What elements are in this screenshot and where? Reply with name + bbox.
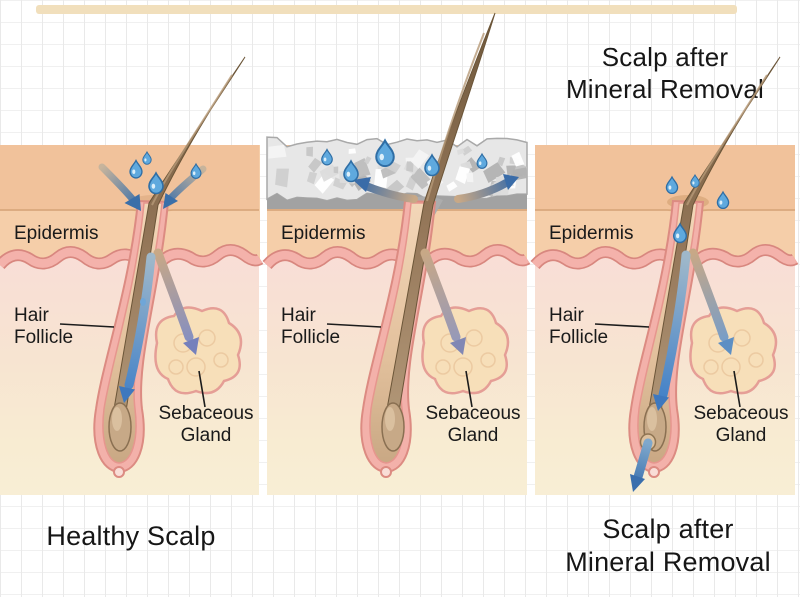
deflected-arrow-left-icon xyxy=(353,177,418,203)
sebaceous-gland-drawing xyxy=(421,306,510,395)
hair-follicle-pointer-line xyxy=(326,323,382,328)
water-droplet-icon xyxy=(190,162,202,179)
mineral-buildup-layer xyxy=(266,136,528,232)
scalp-cross-section-illustration xyxy=(262,12,531,495)
hair-follicle-label: Hair Follicle xyxy=(281,305,341,349)
sebaceous-gland-pointer-line xyxy=(198,370,206,408)
epidermis-label: Epidermis xyxy=(281,223,366,244)
sebaceous-gland-label: Sebaceous Gland xyxy=(693,403,789,447)
water-droplet-icon xyxy=(129,158,143,179)
moisture-down-arrow-icon xyxy=(653,250,691,411)
follicle-base-notch xyxy=(113,466,125,478)
epidermis-label: Epidermis xyxy=(14,223,99,244)
deflected-arrow-right-icon xyxy=(454,174,519,203)
sebaceous-gland-pointer-line xyxy=(733,370,741,408)
scalp-cross-section-illustration xyxy=(530,56,799,495)
moisture-exit-arrow-icon xyxy=(630,438,653,492)
follicle-base-notch xyxy=(380,466,392,478)
hair-follicle-pointer-line xyxy=(59,323,115,328)
water-droplet-icon xyxy=(672,222,688,244)
sebum-flow-arrow-icon xyxy=(153,248,199,355)
hair-follicle-pointer-line xyxy=(594,323,650,328)
moisture-down-arrow-icon xyxy=(119,252,156,403)
sebum-flow-arrow-icon xyxy=(688,248,734,355)
sebaceous-gland-label: Sebaceous Gland xyxy=(425,403,521,447)
sebaceous-gland-drawing xyxy=(154,306,243,395)
bottom-right-title: Scalp after Mineral Removal xyxy=(565,514,771,577)
sebaceous-gland-label: Sebaceous Gland xyxy=(158,403,254,447)
hair-shaft xyxy=(381,12,496,452)
water-droplet-icon xyxy=(424,153,440,177)
water-droplet-icon xyxy=(690,173,700,188)
water-droplet-icon xyxy=(716,190,730,210)
epidermis-label: Epidermis xyxy=(549,223,634,244)
water-droplet-icon xyxy=(665,175,679,195)
sebaceous-gland-pointer-line xyxy=(465,370,473,408)
scalp-cross-section-illustration xyxy=(0,56,264,495)
water-droplet-icon xyxy=(148,171,164,195)
top-accent-strip xyxy=(36,5,737,14)
skin-surface-layer xyxy=(535,145,795,210)
water-droplet-icon xyxy=(140,298,146,306)
hair-follicle-label: Hair Follicle xyxy=(14,305,74,349)
water-droplet-icon xyxy=(142,150,152,165)
water-droplet-icon xyxy=(476,152,488,169)
water-droplet-icon xyxy=(375,138,395,168)
bottom-left-title: Healthy Scalp xyxy=(46,521,216,551)
follicle-base-notch xyxy=(648,466,660,478)
water-droplet-icon xyxy=(343,159,359,183)
hair-follicle-label: Hair Follicle xyxy=(549,305,609,349)
water-droplet-icon xyxy=(321,148,333,166)
sebaceous-gland-drawing xyxy=(689,306,778,395)
absorption-arrow-left-icon xyxy=(98,163,141,211)
top-right-title: Scalp after Mineral Removal xyxy=(565,42,765,104)
sebum-flow-arrow-icon xyxy=(420,248,466,355)
